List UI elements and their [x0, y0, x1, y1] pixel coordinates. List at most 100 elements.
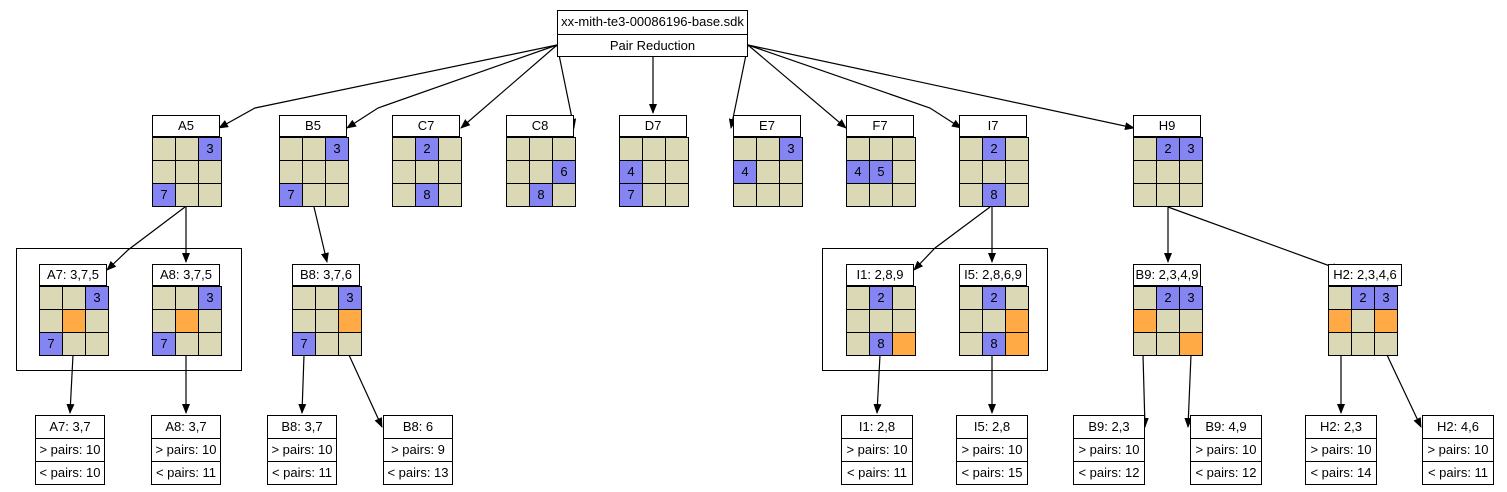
grid-cell: 8 — [983, 184, 1005, 206]
grid-cell: 2 — [416, 138, 438, 160]
leaf-gt-pairs: > pairs: 10 — [957, 438, 1027, 461]
grid-cell — [199, 184, 221, 206]
grid-cell — [293, 310, 315, 332]
leaf-title: B8: 6 — [402, 419, 434, 434]
grid-cell — [847, 138, 869, 160]
grid-cell — [303, 138, 325, 160]
node-label: E7 — [733, 115, 801, 137]
grid-cell — [199, 333, 221, 355]
node-label: I5: 2,8,6,9 — [959, 264, 1027, 286]
grid-cell — [1180, 333, 1202, 355]
grid-cell: 3 — [1180, 138, 1202, 160]
grid-cell — [507, 161, 529, 183]
leaf-lt-pairs: < pairs: 11 — [842, 461, 912, 484]
grid-cell — [316, 287, 338, 309]
grid-cell — [1375, 333, 1397, 355]
grid-cell — [960, 161, 982, 183]
leaf-lh2a: H2: 2,3> pairs: 10< pairs: 14 — [1305, 415, 1377, 485]
leaf-title: H2: 4,6 — [1437, 419, 1479, 434]
node-label: B5 — [279, 115, 347, 137]
node-label: A5 — [152, 115, 220, 137]
edge-root-i7 — [747, 44, 962, 129]
grid-cell: 3 — [199, 287, 221, 309]
grid-cell — [870, 138, 892, 160]
node-label: C7 — [392, 115, 460, 137]
leaf-lt-pairs: < pairs: 14 — [1306, 461, 1376, 484]
grid-cell — [620, 138, 642, 160]
grid-cell: 8 — [416, 184, 438, 206]
leaf-title: I1: 2,8 — [858, 419, 896, 434]
node-label: D7 — [619, 115, 687, 137]
grid-cell — [439, 138, 461, 160]
grid-cell — [893, 184, 915, 206]
grid-cell — [416, 161, 438, 183]
grid-cell — [893, 287, 915, 309]
leaf-title: B9: 2,3 — [1088, 419, 1130, 434]
grid-cell — [960, 310, 982, 332]
leaf-la8: A8: 3,7> pairs: 10< pairs: 11 — [151, 415, 221, 485]
grid-cell — [1006, 287, 1028, 309]
node-label: B9: 2,3,4,9 — [1133, 264, 1201, 286]
grid-cell — [86, 333, 108, 355]
grid-cell: 4 — [847, 161, 869, 183]
grid-cell: 3 — [326, 138, 348, 160]
grid-cell — [1157, 333, 1179, 355]
grid-cell: 7 — [40, 333, 62, 355]
leaf-gt-pairs: > pairs: 10 — [1191, 438, 1261, 461]
grid-cell — [280, 138, 302, 160]
node-label: C8 — [506, 115, 574, 137]
grid-cell — [316, 333, 338, 355]
grid-cell — [199, 161, 221, 183]
node-label: H2: 2,3,4,6 — [1328, 264, 1402, 286]
grid-cell: 4 — [620, 161, 642, 183]
grid-cell — [63, 333, 85, 355]
grid-cell: 8 — [983, 333, 1005, 355]
grid-cell — [176, 138, 198, 160]
grid-cell — [1352, 333, 1374, 355]
edge-i1-leaf — [873, 354, 882, 414]
grid-cell — [960, 287, 982, 309]
grid-cell — [960, 333, 982, 355]
grid-cell — [1157, 161, 1179, 183]
leaf-lh2b: H2: 4,6> pairs: 10< pairs: 11 — [1422, 415, 1494, 485]
grid-cell: 3 — [339, 287, 361, 309]
grid-cell — [530, 161, 552, 183]
grid-cell — [280, 161, 302, 183]
node-label: I7 — [959, 115, 1027, 137]
grid-cell — [757, 184, 779, 206]
grid-cell: 2 — [870, 287, 892, 309]
leaf-lt-pairs: < pairs: 13 — [384, 461, 452, 484]
grid-cell — [553, 184, 575, 206]
grid-cell — [847, 310, 869, 332]
grid-cell: 7 — [280, 184, 302, 206]
edge-b9-leafb — [1184, 354, 1193, 428]
grid-cell — [1329, 287, 1351, 309]
grid-cell — [1134, 333, 1156, 355]
grid-cell: 5 — [870, 161, 892, 183]
leaf-lt-pairs: < pairs: 12 — [1074, 461, 1144, 484]
grid-cell — [1157, 184, 1179, 206]
grid-cell — [666, 184, 688, 206]
leaf-lt-pairs: < pairs: 12 — [1191, 461, 1261, 484]
grid-cell — [530, 138, 552, 160]
grid-cell — [153, 310, 175, 332]
grid-cell — [893, 161, 915, 183]
grid-cell: 7 — [153, 184, 175, 206]
grid-cell — [960, 184, 982, 206]
grid-cell — [176, 287, 198, 309]
grid-cell: 7 — [293, 333, 315, 355]
leaf-title: B9: 4,9 — [1205, 419, 1247, 434]
leaf-title: B8: 3,7 — [281, 419, 323, 434]
leaf-lt-pairs: < pairs: 15 — [957, 461, 1027, 484]
node-label: F7 — [846, 115, 914, 137]
grid-cell — [870, 184, 892, 206]
leaf-gt-pairs: > pairs: 10 — [36, 438, 104, 461]
grid-cell — [960, 138, 982, 160]
